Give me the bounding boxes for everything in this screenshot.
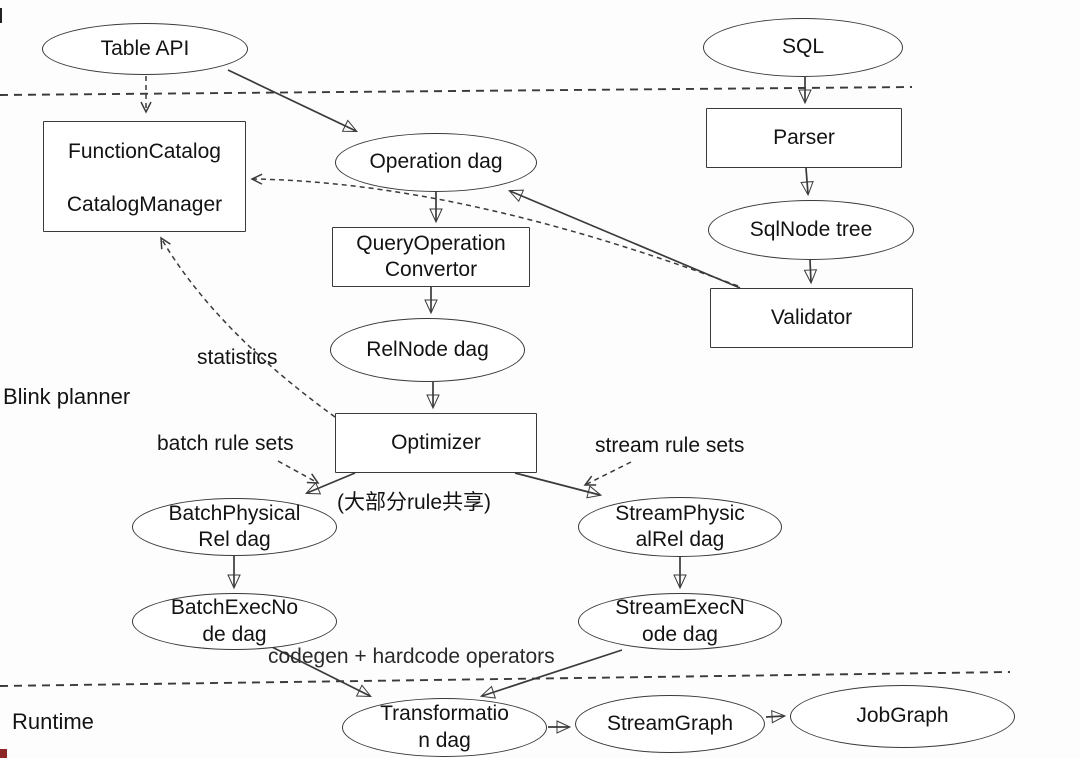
node-query-operation-convertor-label: QueryOperation Convertor <box>356 231 506 281</box>
node-operation-dag-label: Operation dag <box>369 150 503 174</box>
node-sqlnode-tree-label: SqlNode tree <box>749 217 873 241</box>
node-parser-label: Parser <box>773 125 835 149</box>
node-batch-exec-node-dag-label: BatchExecNo de dag <box>170 596 299 646</box>
node-transformation-dag: Transformatio n dag <box>342 698 547 757</box>
node-stream-graph: StreamGraph <box>575 695 765 753</box>
edge-sqlnode-tree-to-validator <box>803 259 818 285</box>
node-sqlnode-tree: SqlNode tree <box>708 200 914 260</box>
node-stream-graph-label: StreamGraph <box>606 711 734 735</box>
node-job-graph: JobGraph <box>790 685 1015 748</box>
node-batch-physical-rel-dag-label: BatchPhysical Rel dag <box>168 501 301 551</box>
edge-stream-exec-to-transformation <box>479 649 623 699</box>
edge-optimizer-to-batch-physical <box>304 472 356 495</box>
edge-artifact-bottom-left <box>0 749 7 758</box>
node-query-operation-convertor: QueryOperation Convertor <box>332 227 530 287</box>
node-sql: SQL <box>703 18 903 77</box>
edge-batch-exec-to-transformation <box>269 645 372 697</box>
edge-validator-to-function-catalog <box>250 173 739 287</box>
label-batch-rule-sets: batch rule sets <box>157 432 294 455</box>
node-operation-dag: Operation dag <box>335 133 537 192</box>
label-statistics: statistics <box>197 346 278 369</box>
node-table-api: Table API <box>42 23 248 75</box>
node-validator: Validator <box>710 288 913 348</box>
node-optimizer: Optimizer <box>335 413 537 473</box>
node-catalog-manager-line2: CatalogManager <box>66 192 223 216</box>
edge-optimizer-to-stream-physical <box>514 472 603 499</box>
node-validator-label: Validator <box>770 305 853 329</box>
edge-parser-to-sqlnode-tree <box>800 167 814 197</box>
node-relnode-dag-label: RelNode dag <box>366 337 489 361</box>
node-parser: Parser <box>706 108 902 168</box>
node-relnode-dag: RelNode dag <box>330 318 525 382</box>
node-transformation-dag-label: Transformatio n dag <box>380 702 509 752</box>
node-batch-physical-rel-dag: BatchPhysical Rel dag <box>132 498 337 556</box>
edge-optimizer-statistics-to-function-catalog <box>160 236 336 418</box>
node-job-graph-label: JobGraph <box>856 704 949 728</box>
label-rule-share-note: (大部分rule共享) <box>337 491 492 514</box>
edge-batch-rule-sets-to-batch-physical <box>277 460 320 484</box>
node-table-api-label: Table API <box>100 36 190 60</box>
node-stream-exec-node-dag-label: StreamExecN ode dag <box>615 596 745 646</box>
edge-stream-rule-sets-to-stream-physical <box>583 461 632 486</box>
node-function-catalog: FunctionCatalog CatalogManager <box>43 121 246 232</box>
edge-table-api-to-operation-dag <box>227 69 358 132</box>
node-stream-exec-node-dag: StreamExecN ode dag <box>578 593 782 650</box>
node-stream-physical-rel-dag-label: StreamPhysic alRel dag <box>615 501 745 551</box>
node-function-catalog-line1: FunctionCatalog <box>68 140 221 163</box>
separator-runtime-dashed-line <box>0 671 1011 687</box>
node-batch-exec-node-dag: BatchExecNo de dag <box>132 593 337 650</box>
edge-stream-graph-to-job-graph <box>765 709 787 724</box>
node-stream-physical-rel-dag: StreamPhysic alRel dag <box>578 497 782 557</box>
node-optimizer-label: Optimizer <box>391 430 481 454</box>
node-sql-label: SQL <box>781 35 825 59</box>
label-codegen-note: codegen + hardcode operators <box>268 645 555 668</box>
edge-artifact-top-left <box>0 8 2 23</box>
label-runtime: Runtime <box>12 709 94 734</box>
label-blink-planner: Blink planner <box>3 384 131 409</box>
separator-top-dashed-line <box>0 86 913 96</box>
edge-validator-to-operation-dag <box>507 189 741 289</box>
label-stream-rule-sets: stream rule sets <box>595 434 745 457</box>
